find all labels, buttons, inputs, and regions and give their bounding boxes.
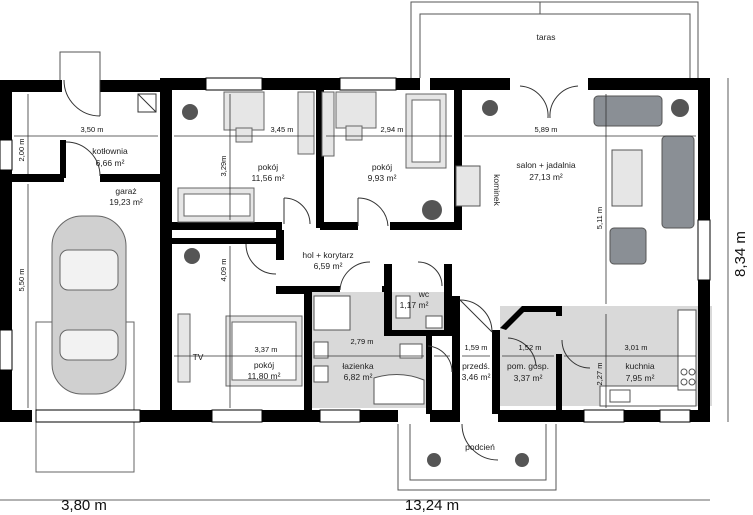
- room-area-garaz: 19,23 m²: [109, 197, 143, 207]
- dim-pokoj1-width: 3,45 m: [271, 125, 294, 134]
- room-name-kuchnia: kuchnia: [625, 361, 655, 371]
- plant-icon: [671, 99, 689, 117]
- furniture-pokoj3: [177, 313, 303, 387]
- dim-pokoj2-width: 2,94 m: [381, 125, 404, 134]
- dim-salon-width: 5,89 m: [535, 125, 558, 134]
- furniture-salon: [455, 95, 695, 265]
- dim-kuchnia-height: 2,27 m: [595, 363, 604, 386]
- room-name-pokoj2: pokój: [372, 162, 392, 172]
- dim-kotlownia-height: 2,00 m: [17, 139, 26, 162]
- room-name-pom-gosp: pom. gosp.: [507, 361, 549, 371]
- plant-icon: [427, 453, 441, 467]
- boiler-entrance: [59, 51, 101, 80]
- room-area-salon: 27,13 m²: [529, 172, 563, 182]
- dim-kuchnia-width: 3,01 m: [625, 343, 648, 352]
- dimension-labels: 3,50 m 3,45 m 2,94 m 5,89 m 2,00 m 3,29m…: [17, 125, 749, 514]
- dim-kotlownia-width: 3,50 m: [81, 125, 104, 134]
- boiler-stack: [137, 93, 157, 113]
- plant-icon: [422, 200, 442, 220]
- furniture-lazienka: [313, 295, 443, 405]
- dim-pom-gosp-width: 1,52 m: [519, 343, 542, 352]
- room-area-lazienka: 6,82 m²: [344, 372, 373, 382]
- dim-lazienka-width: 2,79 m: [351, 337, 374, 346]
- dim-total-width-left: 3,80 m: [61, 497, 107, 514]
- plant-icon: [182, 104, 198, 120]
- terrace-outline: [410, 1, 699, 78]
- dim-pokoj3-width: 3,37 m: [255, 345, 278, 354]
- room-area-pokoj2: 9,93 m²: [368, 173, 397, 183]
- label-kominek: kominek: [492, 174, 502, 206]
- room-name-salon: salon + jadalnia: [516, 160, 576, 170]
- dim-total-height: 8,34 m: [732, 231, 749, 277]
- label-taras: taras: [537, 32, 556, 42]
- furniture-kuchnia: [599, 309, 697, 407]
- plant-icon: [515, 453, 529, 467]
- room-name-kotlownia: kotłownia: [92, 146, 128, 156]
- room-area-pom-gosp: 3,37 m²: [514, 373, 543, 383]
- room-name-garaz: garaż: [115, 186, 136, 196]
- room-name-pokoj3: pokój: [254, 360, 274, 370]
- dim-salon-height: 5,11 m: [595, 207, 604, 229]
- label-podcien: podcień: [465, 442, 495, 452]
- room-area-wc: 1,17 m²: [400, 300, 429, 310]
- doors: [63, 79, 591, 461]
- porch-outline: [397, 424, 557, 491]
- room-area-kotlownia: 6,66 m²: [96, 158, 125, 168]
- room-area-hol: 6,59 m²: [314, 261, 343, 271]
- dim-pokoj1-height: 3,29m: [219, 156, 228, 177]
- dim-pokoj3-height: 4,09 m: [219, 259, 228, 282]
- plants: [182, 99, 689, 467]
- dim-przedsionek-width: 1,59 m: [465, 343, 488, 352]
- room-name-lazienka: łazienka: [342, 361, 373, 371]
- dim-total-width-right: 13,24 m: [405, 497, 459, 514]
- room-area-kuchnia: 7,95 m²: [626, 373, 655, 383]
- room-area-pokoj3: 11,80 m²: [248, 371, 281, 381]
- car: [51, 215, 127, 395]
- room-area-pokoj1: 11,56 m²: [252, 173, 285, 183]
- windows: [0, 77, 711, 423]
- dimension-lines: [0, 78, 729, 501]
- furniture-pokoj2: [321, 91, 447, 169]
- plant-icon: [482, 100, 498, 116]
- room-name-wc: wc: [418, 289, 430, 299]
- room-labels: kotłownia 6,66 m² garaż 19,23 m² pokój 1…: [92, 32, 655, 452]
- room-name-przedsionek: przedś.: [462, 361, 490, 371]
- label-tv: TV: [193, 352, 204, 362]
- room-area-przedsionek: 3,46 m²: [462, 372, 491, 382]
- room-name-pokoj1: pokój: [258, 162, 278, 172]
- dim-garaz-height: 5,50 m: [17, 269, 26, 292]
- room-name-hol: hol + korytarz: [302, 250, 353, 260]
- plant-icon: [184, 248, 200, 264]
- furniture-pokoj1: [177, 91, 315, 223]
